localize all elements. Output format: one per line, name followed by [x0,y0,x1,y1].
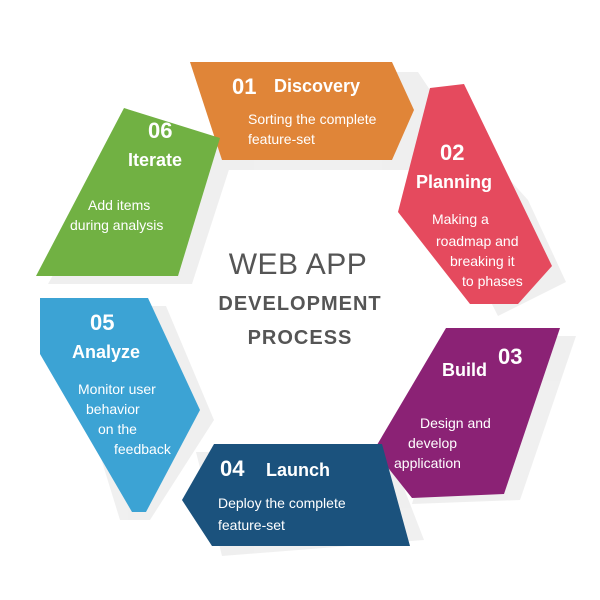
step-desc-line: to phases [462,273,523,289]
step-desc-line: Deploy the complete [218,495,346,511]
step-desc-line: on the [98,421,137,437]
segment-analyze: 05 Analyze Monitor user behavior on the … [40,298,200,512]
segment-build-shape [374,328,560,498]
step-desc-line: Add items [88,197,150,213]
step-title: Build [442,360,487,380]
step-desc-line: feature-set [248,131,315,147]
step-desc-line: Making a [432,211,489,227]
step-desc-line: during analysis [70,217,163,233]
segment-planning-shape [398,84,552,304]
segment-iterate-shape [36,108,220,276]
step-number: 06 [148,118,172,143]
step-number: 03 [498,344,522,369]
center-title-line3: PROCESS [248,327,353,349]
segment-discovery: 01 Discovery Sorting the complete featur… [190,62,414,160]
segment-analyze-shape [40,298,200,512]
step-desc-line: Design and [420,415,491,431]
step-number: 01 [232,74,256,99]
step-desc-line: develop [408,435,457,451]
step-number: 05 [90,310,114,335]
step-number: 02 [440,140,464,165]
segment-discovery-shape [190,62,414,160]
segment-launch-shape [182,444,410,546]
step-desc-line: feedback [114,441,172,457]
step-desc-line: feature-set [218,517,285,533]
step-desc-line: breaking it [450,253,515,269]
segment-build: Build 03 Design and develop application [374,328,560,498]
step-desc-line: Sorting the complete [248,111,377,127]
step-desc-line: Monitor user [78,381,156,397]
step-number: 04 [220,456,245,481]
step-title: Analyze [72,342,140,362]
center-title-line1: WEB APP [229,248,368,281]
step-title: Discovery [274,76,360,96]
center-title: WEB APP DEVELOPMENT PROCESS [218,248,381,349]
segment-launch: 04 Launch Deploy the complete feature-se… [182,444,410,546]
step-desc-line: behavior [86,401,140,417]
step-desc-line: application [394,455,461,471]
step-title: Launch [266,460,330,480]
step-title: Iterate [128,150,182,170]
segment-planning: 02 Planning Making a roadmap and breakin… [398,84,552,304]
center-title-line2: DEVELOPMENT [218,293,381,315]
segment-iterate: 06 Iterate Add items during analysis [36,108,220,276]
step-title: Planning [416,172,492,192]
step-desc-line: roadmap and [436,233,519,249]
